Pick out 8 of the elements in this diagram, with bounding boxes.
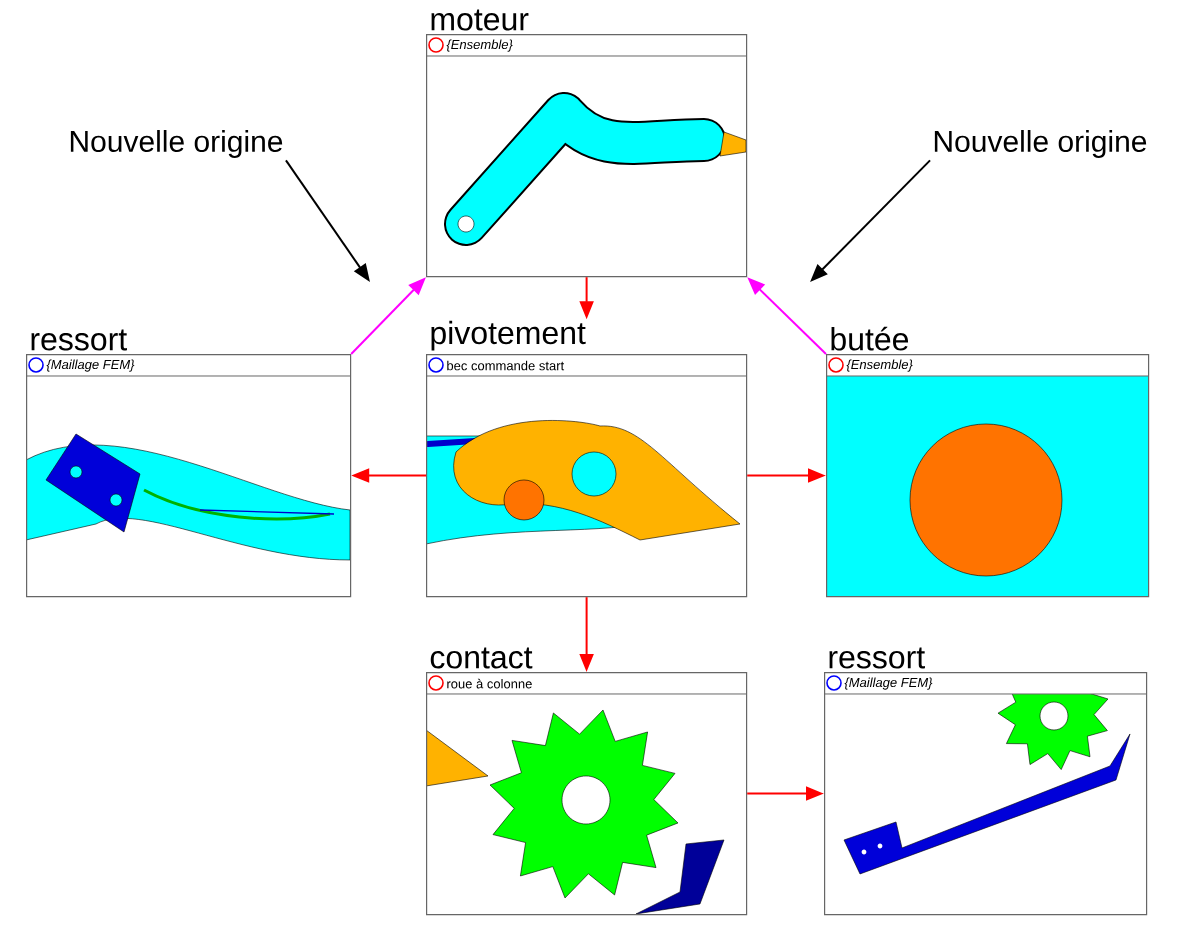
callout-text: Nouvelle origine	[70, 130, 283, 158]
panel-heading: ressort	[31, 329, 127, 351]
panel-heading: butée	[831, 326, 909, 351]
panel-heading: pivotement	[431, 320, 586, 351]
panel-heading: moteur	[431, 9, 529, 31]
callout-text: Nouvelle origine	[934, 130, 1147, 158]
panel-heading: contact	[430, 647, 533, 669]
panel-heading: ressort	[829, 647, 925, 669]
